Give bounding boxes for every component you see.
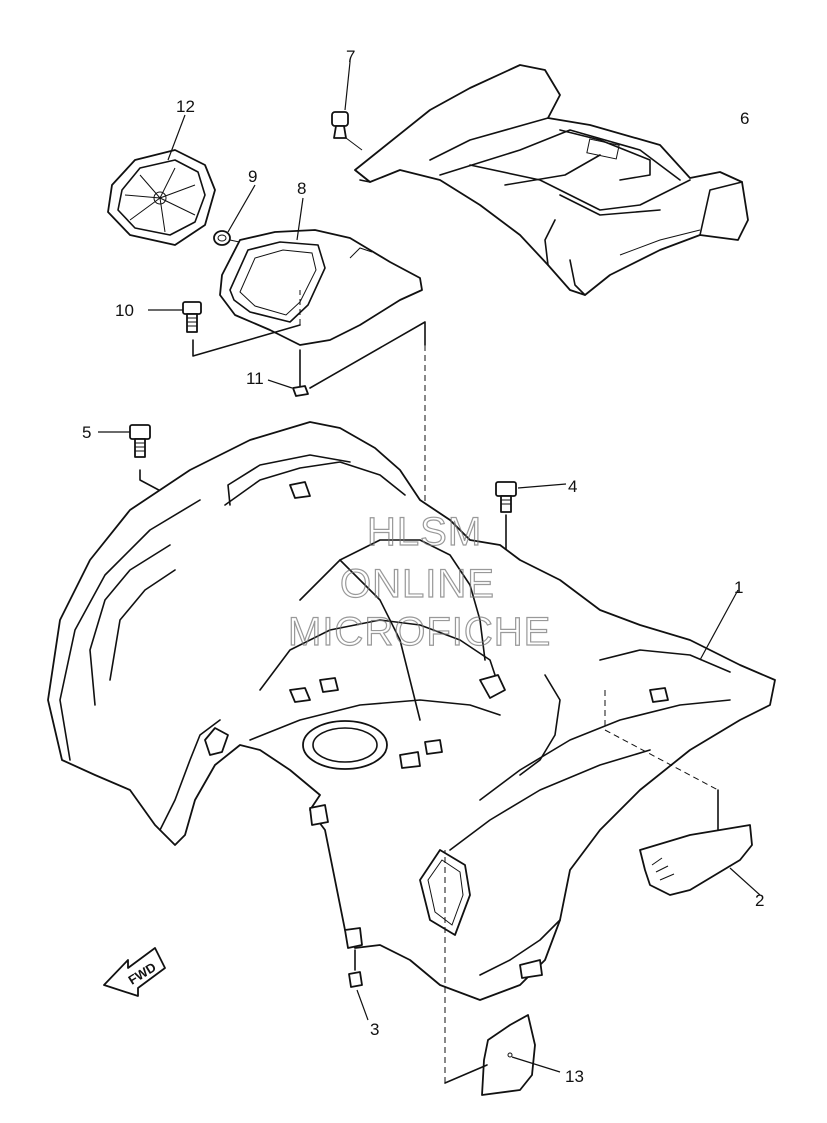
part-2-mud-flap [639,824,761,896]
part-6-rear-cover [354,64,749,296]
callout-4: 4 [568,477,577,496]
callout-11: 11 [246,369,264,388]
part-12-vent-cover [107,114,216,246]
part-7-rivet [331,61,363,151]
watermark-line-2: ONLINE [340,562,495,606]
callout-6: 6 [740,109,749,128]
callout-8: 8 [297,179,306,198]
callout-13: 13 [565,1067,584,1086]
callout-5: 5 [82,423,91,442]
callout-3: 3 [370,1020,379,1039]
fwd-arrow: FWD [103,947,166,997]
callout-7: 7 [346,47,355,66]
callout-9: 9 [248,167,257,186]
callout-10: 10 [115,301,134,320]
watermark: HLSM ONLINE MICROFICHE [287,509,551,654]
part-10-bolt [148,290,301,357]
callout-2: 2 [755,891,764,910]
part-13-decal [444,850,561,1096]
part-1-rear-fender [47,421,776,1001]
callout-labels: 1 2 3 4 5 6 7 8 9 10 11 12 13 [82,47,764,1086]
part-3-clip [348,949,369,1021]
part-8-storage-lid [219,197,423,346]
watermark-line-3: MICROFICHE [288,610,551,654]
watermark-line-1: HLSM [367,510,482,554]
callout-12: 12 [176,97,195,116]
callout-1: 1 [734,578,743,597]
